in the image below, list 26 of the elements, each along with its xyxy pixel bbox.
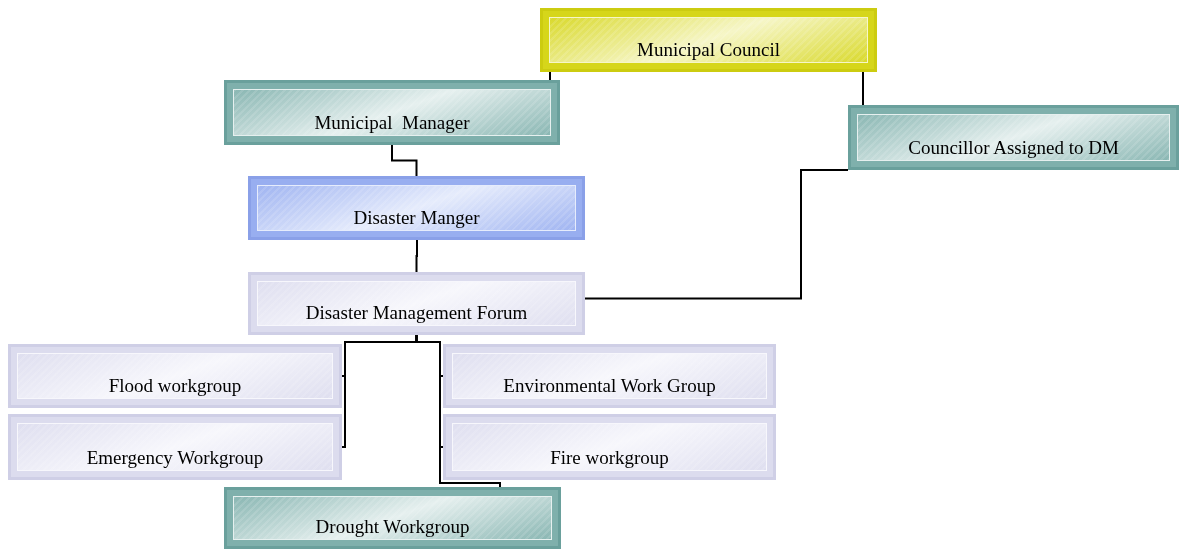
org-box [443, 414, 776, 480]
box-label: Disaster Management Forum [305, 302, 528, 324]
org-box [224, 487, 561, 549]
org-box [8, 414, 342, 480]
box-label: Drought Workgroup [315, 516, 470, 538]
org-box [848, 105, 1179, 170]
box-label: Disaster Manger [353, 207, 480, 229]
connector-line [415, 239, 418, 273]
box-label: Fire workgroup [550, 447, 669, 469]
org-box [8, 344, 342, 408]
box-label: Municipal Council [637, 39, 780, 61]
org-box [248, 176, 585, 240]
connector-line [391, 144, 418, 177]
box-label: Municipal Manager [314, 112, 470, 134]
box-label: Environmental Work Group [503, 375, 716, 397]
box-label: Emergency Workgroup [86, 447, 264, 469]
connector-line [584, 169, 849, 300]
org-box [248, 272, 585, 335]
connector-line [415, 334, 501, 488]
box-label: Councillor Assigned to DM [908, 137, 1119, 159]
connector-line [862, 71, 864, 106]
connector-line [549, 71, 551, 81]
box-label: Flood workgroup [108, 375, 242, 397]
org-box [540, 8, 877, 72]
org-box [443, 344, 776, 408]
org-box [224, 80, 560, 145]
